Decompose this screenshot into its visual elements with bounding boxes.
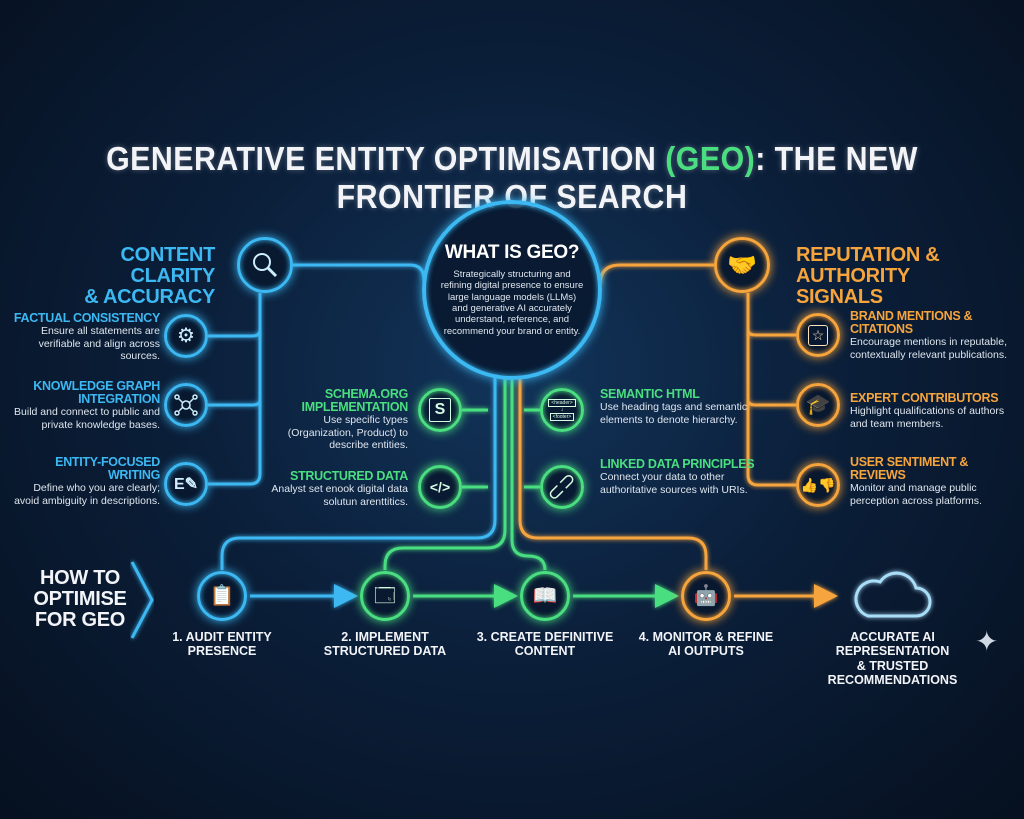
clipboard-checklist-icon: 📋: [197, 571, 247, 621]
link-icon: ⊂⊃: [540, 465, 584, 509]
gears-icon: ⚙: [164, 314, 208, 358]
code-icon: </>: [418, 465, 462, 509]
page-title: GENERATIVE ENTITY OPTIMISATION (GEO): TH…: [106, 140, 918, 215]
reputation-heading: REPUTATION &AUTHORITY SIGNALS: [796, 244, 940, 308]
star-speech-bubble-icon: ☆: [796, 313, 840, 357]
what-is-geo-heading: WHAT IS GEO?: [444, 241, 580, 263]
right-item-brand-mentions: BRAND MENTIONS & CITATIONS Encourage men…: [850, 309, 1008, 361]
content-clarity-heading: CONTENT CLARITY& ACCURACY: [84, 244, 215, 308]
outcome-label: ACCURATE AI REPRESENTATION& TRUSTED RECO…: [827, 630, 958, 688]
left-item-entity-focused-writing: ENTITY-FOCUSED WRITING Define who you ar…: [14, 455, 160, 507]
cloud-icon: [850, 568, 934, 620]
thumbs-icon: 👍👎: [796, 463, 840, 507]
right-item-expert-contributors: EXPERT CONTRIBUTORS Highlight qualificat…: [850, 391, 1005, 430]
document-pen-icon: E✎: [164, 462, 208, 506]
sparkle-icon: ✦: [975, 626, 999, 657]
what-is-geo-circle: WHAT IS GEO? Strategically structuring a…: [422, 200, 602, 380]
left-item-knowledge-graph: KNOWLEDGE GRAPH INTEGRATION Build and co…: [14, 379, 160, 431]
magnifier-icon: [237, 237, 293, 293]
middle-item-semantic-html: SEMANTIC HTML Use heading tags and seman…: [600, 387, 748, 426]
middle-item-structured-data: STRUCTURED DATA Analyst set enook digita…: [271, 469, 408, 508]
what-is-geo-text: Strategically structuring and refining d…: [440, 268, 584, 337]
browser-window-icon: 🗔: [360, 571, 410, 621]
graduate-icon: 🎓: [796, 383, 840, 427]
left-item-factual-consistency: FACTUAL CONSISTENCY Ensure all statement…: [13, 311, 160, 363]
middle-item-schema-org: SCHEMA.ORG IMPLEMENTATION Use specific t…: [287, 387, 409, 452]
open-book-icon: 📖: [520, 571, 570, 621]
schema-file-icon: S: [418, 388, 462, 432]
html-tags-icon: <header> ↓ <footer>: [540, 388, 584, 432]
robot-icon: 🤖: [681, 571, 731, 621]
handshake-icon: 🤝: [714, 237, 770, 293]
right-item-user-sentiment: USER SENTIMENT & REVIEWS Monitor and man…: [850, 455, 982, 507]
middle-item-linked-data: LINKED DATA PRINCIPLES Connect your data…: [600, 457, 755, 496]
network-icon: [164, 383, 208, 427]
